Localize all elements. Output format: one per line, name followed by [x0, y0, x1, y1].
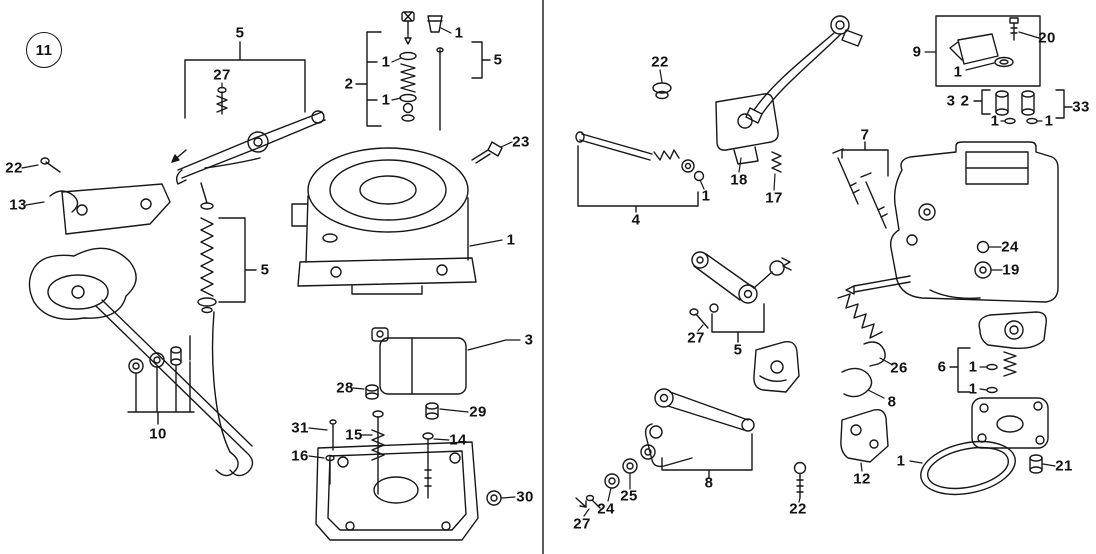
cover-6-group-drawing	[949, 311, 1047, 394]
throttle-shaft-spring-drawing	[837, 275, 911, 339]
washer-set-10-drawing	[127, 335, 195, 425]
pump-cover-drawing	[971, 397, 1049, 449]
float-bowl-drawing	[315, 441, 479, 541]
bracket-plate-drawing	[40, 157, 171, 235]
main-body-right-drawing	[889, 141, 1059, 303]
choke-rod-4-drawing	[575, 131, 705, 213]
cam-cluster-drawing	[575, 341, 800, 509]
jets-screws-drawing	[325, 384, 502, 506]
float-valve-needle-drawing	[427, 15, 491, 131]
grommet-22-drawing	[652, 82, 672, 100]
choke-spring-column-drawing	[197, 182, 257, 314]
carburetor-body-drawing	[291, 147, 477, 295]
top-lever-assembly-drawing	[171, 41, 326, 185]
cable-assembly-drawing	[745, 15, 863, 124]
bolt-23-drawing	[471, 141, 503, 164]
float-3-drawing	[371, 327, 467, 395]
spring-17-drawing	[771, 151, 782, 173]
diaphragm-assembly-drawing	[28, 247, 254, 477]
clip-26-drawing	[863, 341, 886, 367]
oring-1-drawing	[920, 440, 1016, 496]
bolt-22-bottom-drawing	[793, 461, 807, 499]
solenoid-18-drawing	[715, 93, 779, 165]
screws-7-drawing	[832, 141, 889, 229]
screw-27-right-drawing	[689, 308, 709, 329]
thermovalve-box-9-drawing	[935, 15, 1041, 87]
jet-set-2-3-33-drawing	[973, 89, 1073, 125]
leader-lines	[21, 27, 1056, 517]
bracket-12-drawing	[840, 408, 889, 463]
lever-5-right-drawing	[691, 251, 792, 343]
valve-21-drawing	[1029, 454, 1043, 474]
wire-8-mid-drawing	[841, 367, 873, 398]
long-rod-drawing	[211, 311, 239, 477]
mixture-screw-stack-drawing	[355, 11, 417, 127]
